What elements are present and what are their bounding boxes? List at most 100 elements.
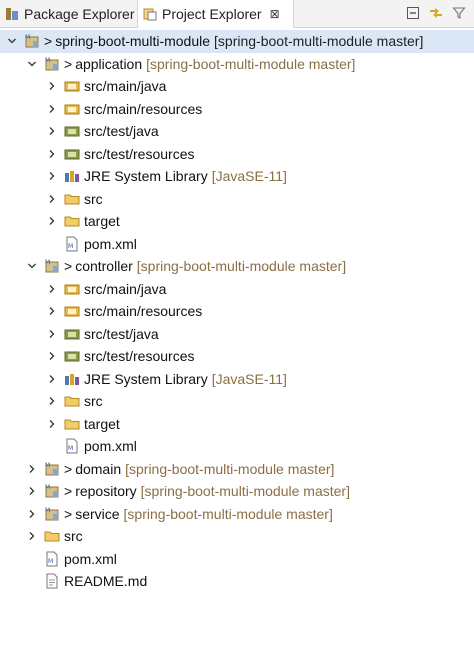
svg-text:M: M (45, 507, 50, 514)
chevron-down-icon[interactable] (26, 58, 38, 70)
test-source-folder-icon (64, 146, 80, 162)
chevron-right-icon[interactable] (46, 328, 58, 340)
git-decoration: [spring-boot-multi-module master] (123, 505, 333, 522)
filter-icon[interactable] (450, 4, 468, 22)
tree-item-label: pom.xml (84, 235, 137, 252)
svg-text:M: M (45, 259, 50, 266)
git-prefix: > (64, 55, 73, 72)
maven-project-icon: M (44, 483, 60, 499)
git-decoration: [spring-boot-multi-module master] (214, 33, 424, 50)
tree-item-file[interactable]: M pom.xml (0, 548, 474, 571)
tree-item-label: src (64, 528, 83, 545)
tree-item-label: pom.xml (64, 550, 117, 567)
tree-item-folder[interactable]: target (0, 413, 474, 436)
chevron-right-icon[interactable] (46, 283, 58, 295)
git-decoration: [spring-boot-multi-module master] (125, 460, 335, 477)
tree-item-folder[interactable]: src (0, 525, 474, 548)
link-with-editor-icon[interactable] (427, 4, 445, 22)
tree-item-file[interactable]: M pom.xml (0, 435, 474, 458)
tree-item-application[interactable]: M > application [spring-boot-multi-modul… (0, 53, 474, 76)
tab-package-explorer-label: Package Explorer (24, 6, 135, 22)
chevron-right-icon[interactable] (46, 125, 58, 137)
tree-item-source-folder[interactable]: src/main/resources (0, 300, 474, 323)
view-tab-bar: Package Explorer Project Explorer ⊠ (0, 0, 474, 28)
chevron-right-icon[interactable] (46, 148, 58, 160)
library-icon (64, 168, 80, 184)
jre-version-decoration: [JavaSE-11] (211, 168, 287, 185)
tree-item-source-folder[interactable]: src/main/java (0, 75, 474, 98)
tree-item-label: src/test/java (84, 123, 159, 140)
tree-item-source-folder[interactable]: src/main/java (0, 278, 474, 301)
chevron-right-icon[interactable] (46, 395, 58, 407)
svg-text:M: M (25, 34, 30, 41)
chevron-right-icon[interactable] (26, 485, 38, 497)
tree-item-label: src/main/java (84, 280, 167, 297)
close-icon[interactable]: ⊠ (269, 7, 280, 21)
tree-item-test-source-folder[interactable]: src/test/resources (0, 143, 474, 166)
tree-item-label: src/main/resources (84, 100, 203, 117)
tree-item-source-folder[interactable]: src/main/resources (0, 98, 474, 121)
tree-item-root-project[interactable]: M > spring-boot-multi-module [spring-boo… (0, 30, 474, 53)
tree-item-test-source-folder[interactable]: src/test/java (0, 323, 474, 346)
tree-item-label: src (84, 190, 103, 207)
tree-item-repository[interactable]: M > repository [spring-boot-multi-module… (0, 480, 474, 503)
tree-item-folder[interactable]: src (0, 390, 474, 413)
project-tree: M > spring-boot-multi-module [spring-boo… (0, 30, 474, 593)
git-prefix: > (64, 505, 73, 522)
tree-item-label: controller (75, 258, 133, 275)
tree-item-file[interactable]: README.md (0, 570, 474, 593)
collapse-all-icon[interactable] (404, 4, 422, 22)
chevron-right-icon[interactable] (46, 350, 58, 362)
tree-item-file[interactable]: M pom.xml (0, 233, 474, 256)
tree-item-service[interactable]: M > service [spring-boot-multi-module ma… (0, 503, 474, 526)
tree-item-folder[interactable]: target (0, 210, 474, 233)
git-decoration: [spring-boot-multi-module master] (140, 483, 350, 500)
chevron-right-icon[interactable] (46, 305, 58, 317)
chevron-right-icon[interactable] (46, 418, 58, 430)
tree-item-folder[interactable]: src (0, 188, 474, 211)
tree-item-label: src/test/java (84, 325, 159, 342)
chevron-right-icon[interactable] (46, 373, 58, 385)
tree-item-test-source-folder[interactable]: src/test/resources (0, 345, 474, 368)
tree-item-label: domain (75, 460, 122, 477)
chevron-down-icon[interactable] (6, 35, 18, 47)
tree-item-test-source-folder[interactable]: src/test/java (0, 120, 474, 143)
package-explorer-icon (5, 7, 19, 21)
chevron-right-icon[interactable] (46, 80, 58, 92)
chevron-right-icon[interactable] (46, 193, 58, 205)
chevron-right-icon[interactable] (26, 508, 38, 520)
chevron-right-icon[interactable] (46, 103, 58, 115)
chevron-right-icon[interactable] (46, 170, 58, 182)
folder-icon (64, 191, 80, 207)
chevron-right-icon[interactable] (26, 463, 38, 475)
tree-item-jre-library[interactable]: JRE System Library [JavaSE-11] (0, 368, 474, 391)
chevron-right-icon[interactable] (46, 215, 58, 227)
test-source-folder-icon (64, 123, 80, 139)
jre-version-decoration: [JavaSE-11] (211, 370, 287, 387)
svg-text:M: M (45, 462, 50, 469)
tree-item-controller[interactable]: M > controller [spring-boot-multi-module… (0, 255, 474, 278)
tab-project-explorer-label: Project Explorer (162, 6, 262, 22)
tree-item-label: repository (75, 483, 137, 500)
library-icon (64, 371, 80, 387)
svg-text:M: M (45, 484, 50, 491)
project-explorer-icon (143, 7, 157, 21)
tree-item-label: JRE System Library (84, 168, 208, 185)
folder-icon (64, 213, 80, 229)
chevron-down-icon[interactable] (26, 260, 38, 272)
tab-project-explorer[interactable]: Project Explorer ⊠ (138, 0, 294, 28)
chevron-right-icon[interactable] (26, 530, 38, 542)
source-folder-icon (64, 101, 80, 117)
tab-package-explorer[interactable]: Package Explorer (0, 0, 138, 28)
tree-item-domain[interactable]: M > domain [spring-boot-multi-module mas… (0, 458, 474, 481)
tree-item-label: src/test/resources (84, 145, 195, 162)
tree-item-label: service (75, 505, 120, 522)
tree-item-label: target (84, 213, 120, 230)
folder-icon (64, 416, 80, 432)
tree-item-label: pom.xml (84, 438, 137, 455)
tree-item-jre-library[interactable]: JRE System Library [JavaSE-11] (0, 165, 474, 188)
git-prefix: > (44, 33, 53, 50)
git-prefix: > (64, 460, 73, 477)
tree-item-label: application (75, 55, 143, 72)
git-decoration: [spring-boot-multi-module master] (136, 258, 347, 275)
